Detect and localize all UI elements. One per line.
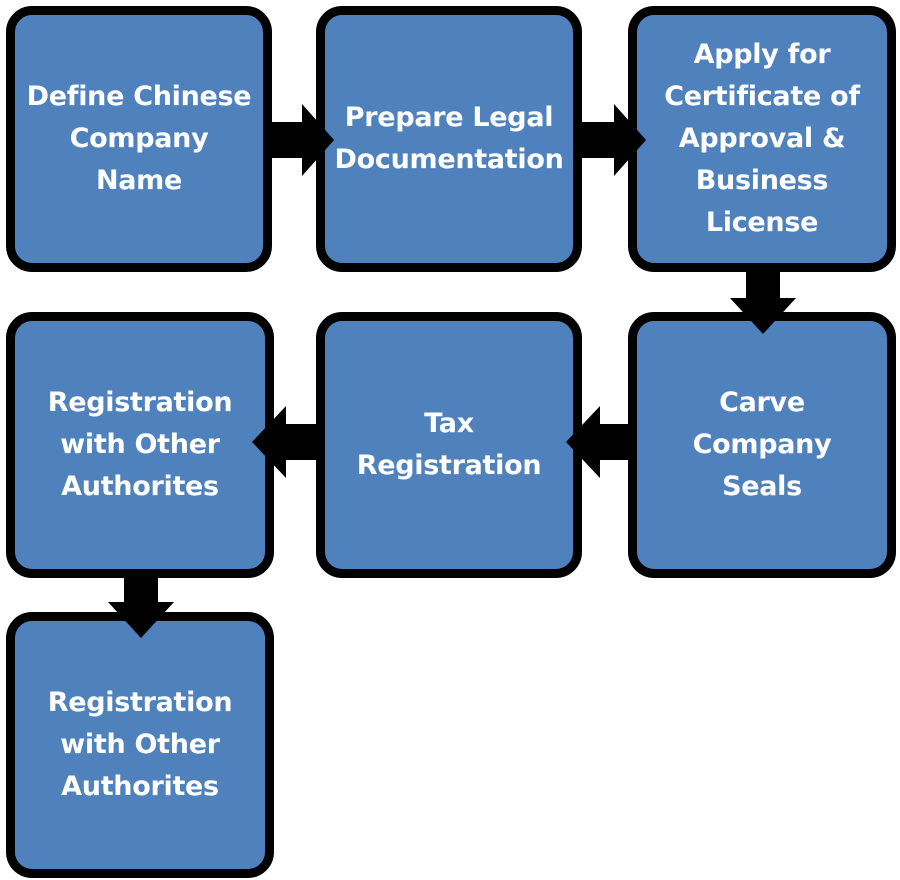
step-tax-registration: Tax Registration [316, 312, 582, 578]
step-label: Registration with Other Authorites [47, 687, 233, 802]
step-carve-company-seals: Carve Company Seals [628, 312, 896, 578]
step-apply-certificate-license: Apply for Certificate of Approval & Busi… [628, 6, 896, 272]
step-label: Carve Company Seals [692, 387, 832, 502]
step-label: Tax Registration [356, 408, 542, 481]
step-label: Apply for Certificate of Approval & Busi… [664, 39, 860, 238]
step-prepare-legal-documentation: Prepare Legal Documentation [316, 6, 582, 272]
step-registration-other-authorities: Registration with Other Authorites [6, 312, 274, 578]
step-label: Define Chinese Company Name [26, 81, 252, 196]
step-label: Registration with Other Authorites [47, 387, 233, 502]
step-registration-other-authorities-2: Registration with Other Authorites [6, 612, 274, 878]
step-label: Prepare Legal Documentation [334, 102, 564, 175]
step-define-company-name: Define Chinese Company Name [6, 6, 272, 272]
